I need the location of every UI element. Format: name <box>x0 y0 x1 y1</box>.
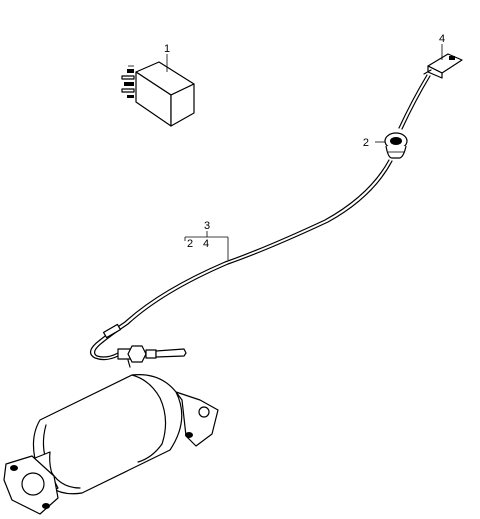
exhaust-temperature-sensor <box>117 345 187 368</box>
control-unit-relay <box>121 61 195 127</box>
callout-3-sub-2: 2 <box>187 238 193 250</box>
callout-3: 3 <box>204 220 210 232</box>
callout-2: 2 <box>363 137 369 149</box>
sensor-connector-plug <box>423 53 463 79</box>
catalytic-converter <box>3 374 219 515</box>
callout-group-3 <box>184 231 229 260</box>
callout-3-sub-4: 4 <box>203 238 209 250</box>
sensor-cable <box>89 74 431 361</box>
rubber-grommet <box>384 132 408 159</box>
callout-1: 1 <box>164 43 170 55</box>
callout-4: 4 <box>439 33 445 45</box>
